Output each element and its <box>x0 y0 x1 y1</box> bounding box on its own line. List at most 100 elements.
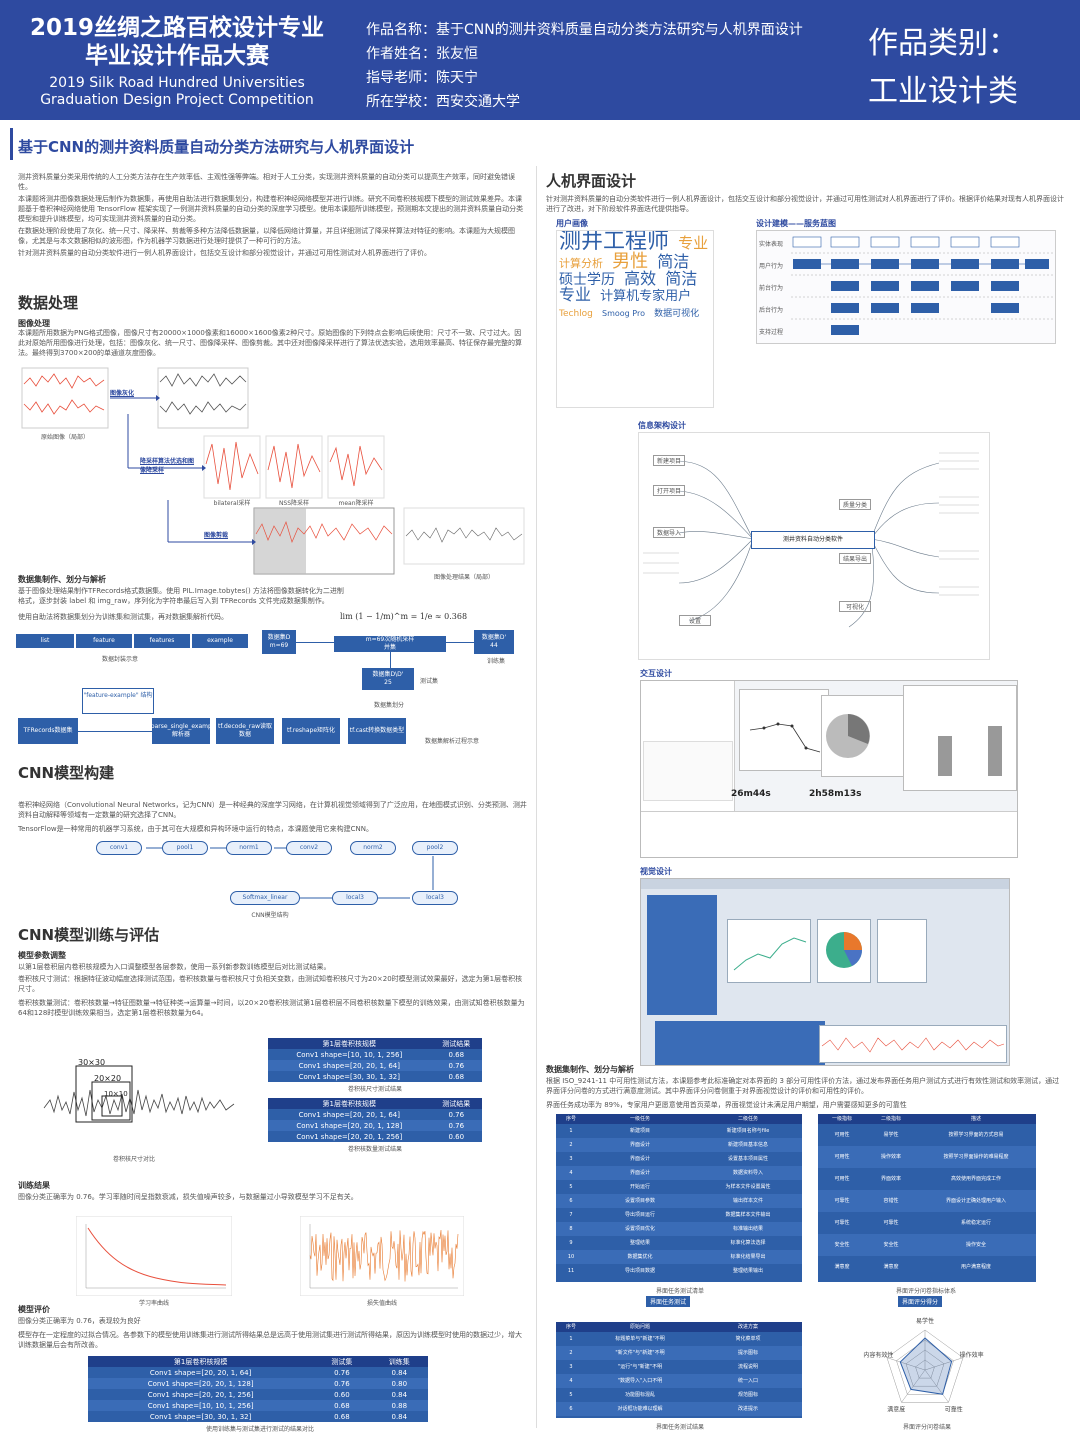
mind-node: 新建项目 <box>653 455 685 466</box>
table-cell: 0.68 <box>448 1072 465 1081</box>
subtitle-model-eval: 模型评价 <box>18 1305 50 1314</box>
ui-chart-window <box>739 689 829 771</box>
caption-loss: 损失值曲线 <box>366 1300 397 1307</box>
cnn-node-pool1: pool1 <box>162 841 208 855</box>
image-processing-diagram <box>21 367 525 575</box>
visual-screenshot <box>640 878 1010 1066</box>
mind-node: 打开项目 <box>653 485 685 496</box>
table-cell: 5 <box>569 1184 573 1190</box>
feature-example-struct: "feature-example" 结构 <box>82 688 154 714</box>
table-row: Conv1 shape=[20, 20, 1, 128] 0.76 <box>268 1120 482 1131</box>
table-cell: 10 <box>567 1254 575 1260</box>
dataset-split-text: 使用自助法将数据集划分为训练集和测试集，再对数据集解析代码。 <box>18 613 228 621</box>
table-row: 可用性操作效率按照学习界面操作的难易程度 <box>818 1146 1036 1168</box>
caption-downsample-c: mean降采样 <box>338 500 374 507</box>
cnn-node-pool2: pool2 <box>412 841 458 855</box>
table-cell: Conv1 shape=[20, 20, 1, 256] <box>147 1390 254 1399</box>
table-row: 可用性 界面效率 高效使用界面完成工作 <box>818 1168 1036 1190</box>
radar-label: 内容有效性 <box>863 1351 893 1359</box>
table-cell: 0.68 <box>448 1050 465 1059</box>
ui-line-chart <box>749 722 821 753</box>
kernel-count-table: 第1层卷积核规模 测试结果 Conv1 shape=[20, 20, 1, 64… <box>268 1098 482 1142</box>
table-cell: 可靠性 <box>883 1220 899 1226</box>
intro-text: 测井资料质量分类采用传统的人工分类方法存在生产效率低、主观性强等弊端。相对于人工… <box>18 172 528 258</box>
flow2-decode-raw: tf.decode_raw读取数据 <box>216 718 274 744</box>
table-cell: Conv1 shape=[30, 30, 1, 32] <box>149 1412 252 1421</box>
table-cell: 系统稳定运行 <box>960 1220 991 1226</box>
table-cell: 0.76 <box>448 1121 465 1130</box>
work-category: 作品类别： 工业设计类 <box>868 20 1018 116</box>
usability-text2: 界面任务成功率为 89%，专家用户更愿意使用首页菜单，界面视觉设计未满足用户期望… <box>546 1101 907 1109</box>
table-cell: 安全性 <box>883 1242 899 1248</box>
table-cell: 整理结果 <box>629 1240 650 1246</box>
label-gray: 图像灰化 <box>110 390 135 397</box>
eval-header-desc: 描述 <box>970 1116 981 1122</box>
word: Smoog Pro <box>601 309 645 318</box>
caption-downsample-a: bilateral采样 <box>213 500 251 507</box>
title-zh-line1: 2019丝绸之路百校设计专业 <box>29 15 324 41</box>
image-processing-text: 本课题所用数据为PNG格式图像，图像尺寸有20000×1000像素和16000×… <box>18 329 522 357</box>
ui-bar <box>988 726 1002 776</box>
table-cell: 流程说明 <box>737 1364 758 1370</box>
flow1-feature: feature <box>76 634 132 648</box>
subtitle-user-portrait: 用户画像 <box>556 219 588 228</box>
caption-train-set: 训练集 <box>486 658 505 665</box>
caption-final-image: 图像处理结果（局部） <box>433 574 494 581</box>
eval-rows: 可用性易学性按照学习界面的方式容易可用性操作效率按照学习界面操作的难易程度可用性… <box>818 1124 1036 1278</box>
intro-p3: 在数据处理阶段使用了灰化、统一尺寸、降采样、剪裁等多种方法降低数据量，以降低网络… <box>18 227 515 245</box>
table-cell: 可用性 <box>834 1176 850 1182</box>
table-row: 3"运行"与"新建"不明流程说明 <box>556 1360 802 1374</box>
table-cell: 可用性 <box>834 1154 850 1160</box>
split-line-3 <box>390 652 391 668</box>
table-cell: 界面设计正确处理用户输入 <box>945 1198 1006 1204</box>
table-cell: 简化菜单项 <box>735 1336 761 1342</box>
flow2-parser: tf.parse_single_example解析器 <box>145 718 217 744</box>
radar-label: 易学性 <box>916 1317 934 1325</box>
radar-series <box>899 1337 953 1395</box>
table-cell: 8 <box>569 1226 573 1232</box>
work-name: 作品名称：基于CNN的测井资料质量自动分类方法研究与人机界面设计 <box>366 22 803 38</box>
mind-map: 测井资料自动分类软件 新建项目 打开项目 数据导入 质量分类 结果导出 可视化 … <box>638 432 990 660</box>
table-cell: 高效使用界面完成工作 <box>950 1176 1001 1182</box>
table-cell: 2 <box>569 1350 573 1356</box>
word: 男性 <box>612 251 649 272</box>
cnn-build-text2: TensorFlow是一种常用的机器学习系统，由于其可在大规模和异构环境中运行的… <box>18 825 373 833</box>
ui-bottom-list <box>655 1021 825 1065</box>
table-cell: 界面设计 <box>629 1170 650 1176</box>
flow2-cast: tf.cast转换数据类型 <box>348 718 406 744</box>
table-cell: 为样本文件设置属性 <box>725 1184 771 1190</box>
dataset-text: 基于图像处理结果制作TFRecords格式数据集。使用 PIL.Image.to… <box>18 587 344 605</box>
table-cell: 数据资料导入 <box>732 1170 763 1176</box>
radar-grid-ring <box>896 1339 954 1395</box>
table-cell: 标准化结果导出 <box>730 1254 766 1260</box>
table-cell: 界面效率 <box>880 1176 901 1182</box>
mind-node: 结果导出 <box>839 553 871 564</box>
poster-header: 2019丝绸之路百校设计专业 毕业设计作品大赛 2019 Silk Road H… <box>0 0 1080 120</box>
caption-flow1: 数据封装示意 <box>101 656 138 663</box>
word: Techlog <box>559 309 593 319</box>
table-cell: Conv1 shape=[20, 20, 1, 128] <box>296 1121 403 1130</box>
table-cell: 0.68 <box>334 1401 350 1410</box>
task-header-no: 序号 <box>565 1116 576 1122</box>
table-cell: 提示图标 <box>737 1350 758 1356</box>
cnn-node-conv2: conv2 <box>286 841 332 855</box>
table-cell: 按照学习界面的方式容易 <box>948 1132 1004 1138</box>
table-cell: 0.76 <box>448 1061 465 1070</box>
caption-flow2: 数据集解析过程示意 <box>424 738 479 745</box>
table-cell: 设置基本项目属性 <box>727 1156 768 1162</box>
table-row: 可靠性容错性界面设计正确处理用户输入 <box>818 1190 1036 1212</box>
table-cell: 0.60 <box>448 1132 465 1141</box>
word: 计算分析 <box>559 257 603 270</box>
table-cell: 9 <box>569 1240 573 1246</box>
caption-table2: 卷积核数量测试结果 <box>347 1146 402 1153</box>
mind-node: 数据导入 <box>653 527 685 538</box>
title-zh-line2: 毕业设计作品大赛 <box>85 43 269 69</box>
word: 专业 <box>678 234 709 252</box>
word: 测井工程师 <box>559 230 670 254</box>
